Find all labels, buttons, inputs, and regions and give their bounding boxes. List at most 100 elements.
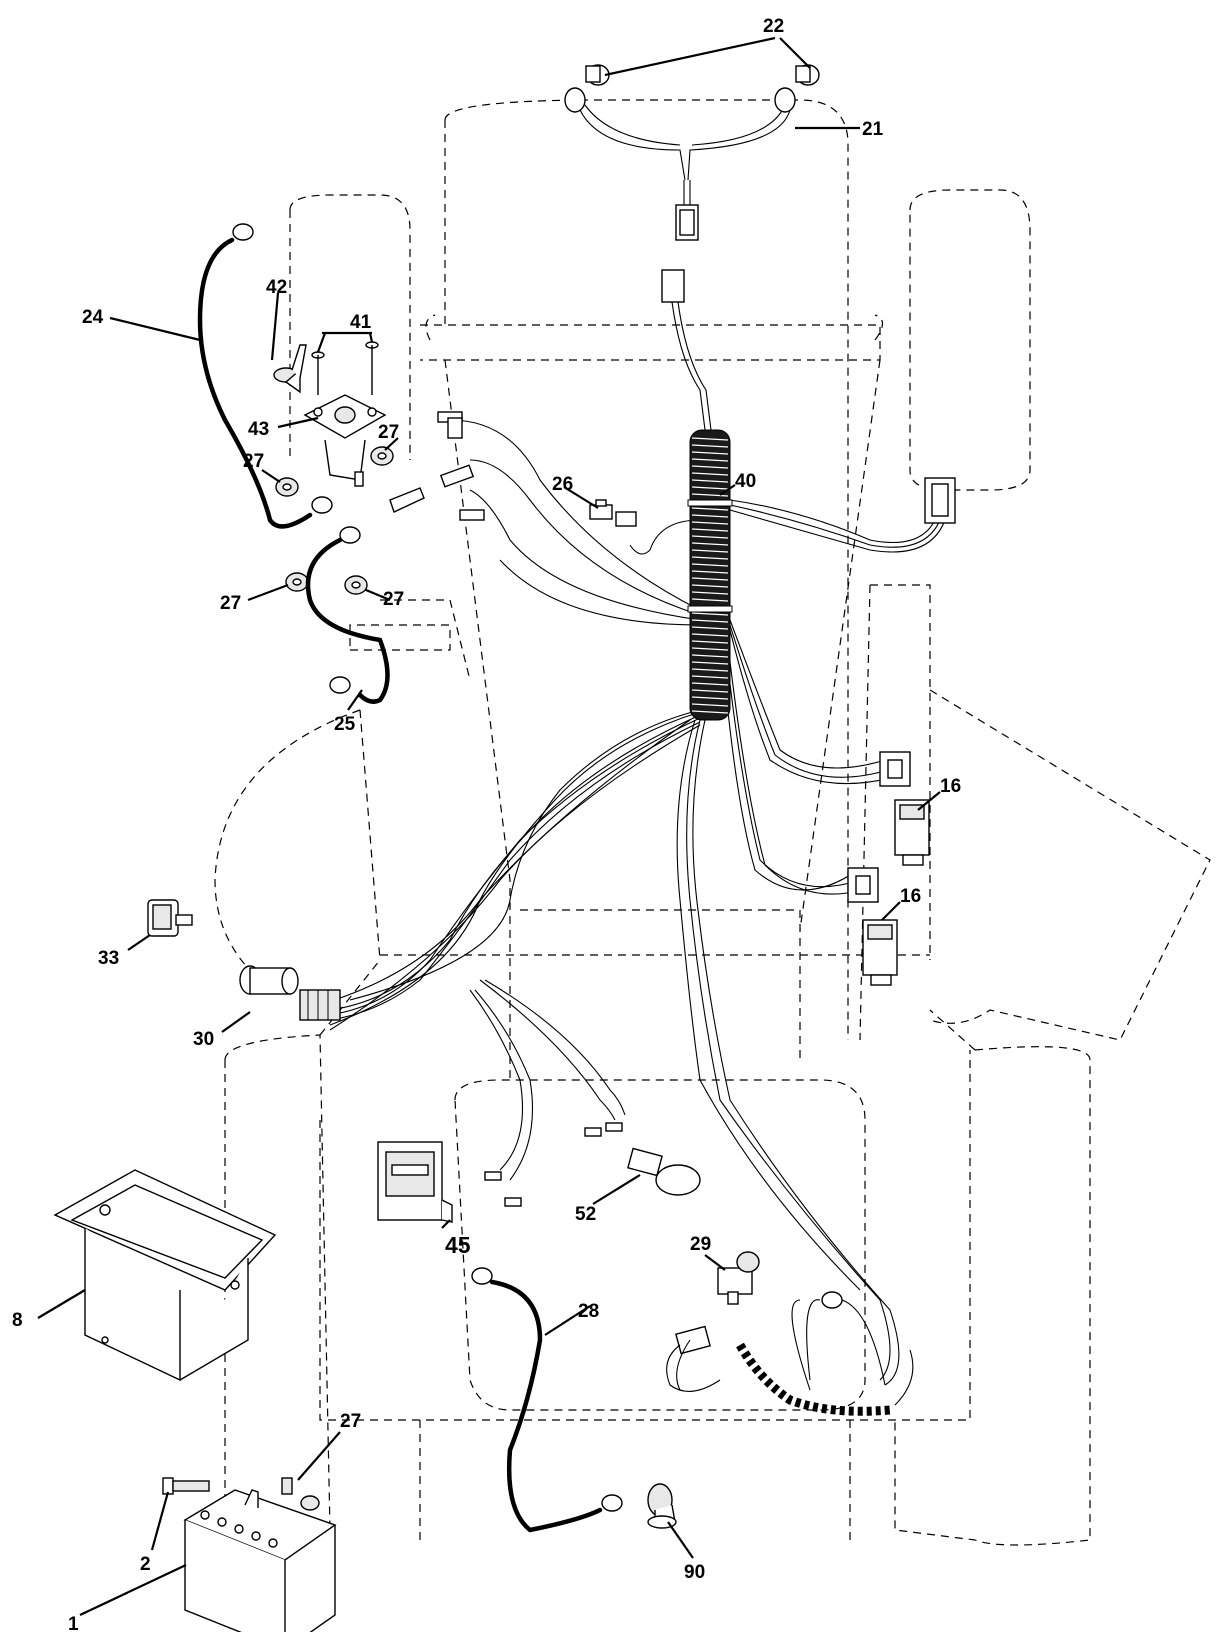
- battery-nut: [281, 1477, 293, 1495]
- hex-nut-3: [285, 572, 309, 592]
- seat-switch-2: [862, 919, 898, 986]
- seat-switch-harness-plug-2: [847, 867, 879, 903]
- headlight-harness: [579, 104, 791, 241]
- coil-stripe: [691, 493, 729, 497]
- coil-cord: [666, 1291, 914, 1416]
- callout-43: 43: [248, 419, 269, 440]
- coil-stripe: [691, 577, 729, 581]
- coil-stripe: [691, 710, 729, 714]
- coil-stripe: [691, 682, 729, 686]
- coil-stripe: [691, 668, 729, 672]
- callout-2: 2: [140, 1554, 151, 1575]
- starter-solenoid: [303, 394, 387, 487]
- brake-switch: [717, 1251, 760, 1305]
- ignition-key: [147, 899, 193, 937]
- coil-stripe: [691, 633, 729, 637]
- coil-stripe: [691, 542, 729, 546]
- hex-nut-1: [275, 477, 299, 497]
- seat-switch-1: [894, 799, 930, 866]
- solenoid-bolt-right: [365, 341, 379, 395]
- floor-connector-2: [584, 1122, 623, 1137]
- coil-stripe: [691, 535, 729, 539]
- callout-8: 8: [12, 1310, 23, 1331]
- main-wire-harness: [299, 269, 946, 1386]
- callout-1: 1: [68, 1614, 79, 1632]
- callout-52: 52: [575, 1204, 596, 1225]
- coil-stripe: [691, 528, 729, 532]
- hour-meter: [377, 1141, 453, 1223]
- pto-connector: [627, 1147, 701, 1196]
- coil-stripe: [691, 570, 729, 574]
- terminal-cover: [647, 1483, 677, 1529]
- callout-90: 90: [684, 1562, 705, 1583]
- callout-27-lower-right: 27: [383, 589, 404, 610]
- harness-connector-left-1: [437, 411, 463, 439]
- callout-27-battery: 27: [340, 1411, 361, 1432]
- callouts: 22 21 42 41 24 43 27 27 27 27 26 40 25 1…: [12, 16, 961, 1632]
- callout-16-lower: 16: [900, 886, 921, 907]
- battery-bolt: [162, 1477, 210, 1495]
- coil-stripe: [691, 465, 729, 469]
- floor-connector-1: [484, 1171, 522, 1207]
- chassis-outline: [214, 99, 1211, 1546]
- battery-cable-positive: [197, 223, 333, 529]
- callout-42: 42: [266, 277, 287, 298]
- coil-stripe: [691, 626, 729, 630]
- coil-stripe: [691, 479, 729, 483]
- coil-stripe: [691, 703, 729, 707]
- callout-22: 22: [763, 16, 784, 37]
- coil-stripe: [691, 458, 729, 462]
- ground-cable: [471, 1267, 623, 1533]
- coil-stripe: [691, 661, 729, 665]
- coil-stripe: [691, 675, 729, 679]
- coil-stripe: [691, 451, 729, 455]
- coil-stripe: [691, 689, 729, 693]
- leader-lines: [37, 36, 941, 1616]
- coil-stripe: [691, 640, 729, 644]
- callout-27-solenoid-right: 27: [378, 422, 399, 443]
- headlight-bulb-right: [774, 64, 820, 113]
- battery: [183, 1489, 337, 1632]
- fuse: [589, 499, 637, 527]
- callout-25: 25: [334, 714, 356, 735]
- coil-stripe: [691, 521, 729, 525]
- hex-nut-2: [370, 446, 394, 466]
- conduit-coil: [687, 429, 733, 721]
- coil-stripe: [691, 612, 729, 616]
- battery-cable-negative: [305, 526, 390, 704]
- callout-30: 30: [193, 1029, 214, 1050]
- callout-16-upper: 16: [940, 776, 961, 797]
- coil-stripe: [691, 563, 729, 567]
- callout-41: 41: [350, 312, 372, 333]
- callout-29: 29: [690, 1234, 711, 1255]
- callout-27-lower-left: 27: [220, 593, 241, 614]
- callout-33: 33: [98, 948, 119, 969]
- coil-stripe: [691, 507, 729, 511]
- headlight-bulb-left: [564, 64, 610, 113]
- seat-switch-harness-plug-1: [879, 751, 911, 787]
- harness-connector-left-2: [439, 464, 475, 488]
- coil-stripe: [691, 584, 729, 588]
- callout-26: 26: [552, 474, 573, 495]
- terminal-boot: [273, 344, 307, 394]
- callout-21: 21: [862, 119, 884, 140]
- coil-stripe: [691, 437, 729, 441]
- coil-stripe: [691, 514, 729, 518]
- battery-tray: [53, 1169, 277, 1382]
- callout-28: 28: [578, 1301, 599, 1322]
- harness-connector-right: [924, 477, 956, 524]
- coil-stripe: [691, 598, 729, 602]
- terminal-boot-2: [389, 487, 425, 513]
- coil-stripe: [691, 486, 729, 490]
- coil-stripe: [691, 591, 729, 595]
- callout-40: 40: [735, 471, 756, 492]
- coil-stripe: [691, 444, 729, 448]
- ignition-switch: [239, 965, 341, 1021]
- harness-connector-left-3: [459, 509, 485, 521]
- coil-stripe: [691, 654, 729, 658]
- coil-stripe: [691, 549, 729, 553]
- coil-stripe: [691, 472, 729, 476]
- callout-45: 45: [445, 1232, 471, 1258]
- callout-27-solenoid-left: 27: [243, 451, 264, 472]
